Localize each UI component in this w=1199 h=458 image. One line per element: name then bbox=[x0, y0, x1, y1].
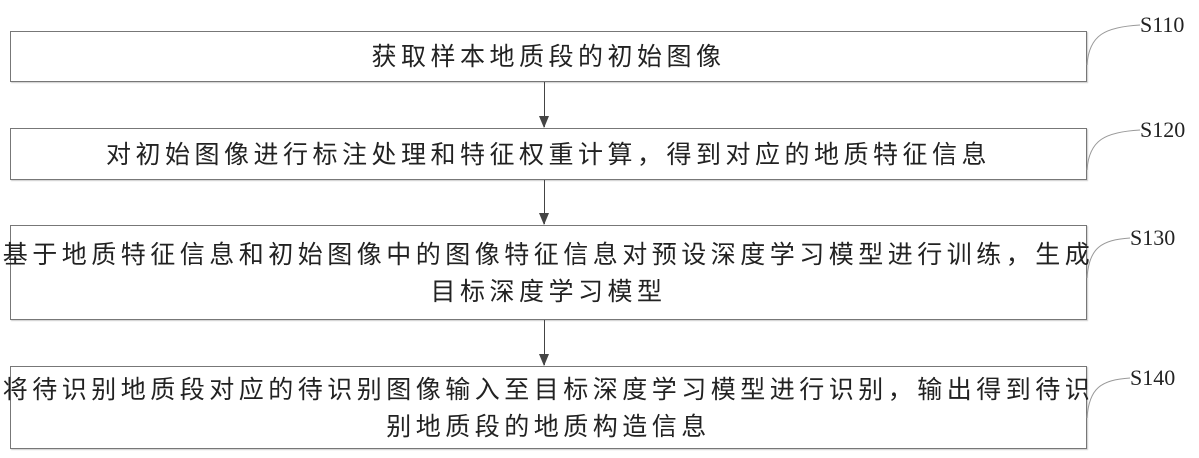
step-text: 对初始图像进行标注处理和特征权重计算，得到对应的地质特征信息 bbox=[105, 139, 991, 169]
leader-line-s130 bbox=[1086, 237, 1131, 279]
leader-line-s110 bbox=[1086, 24, 1141, 66]
arrow-s130-s140 bbox=[539, 320, 549, 366]
leader-line-s140 bbox=[1086, 377, 1131, 419]
step-label-s140: S140 bbox=[1130, 365, 1176, 390]
step-label-s130: S130 bbox=[1130, 225, 1176, 250]
step-label-s110: S110 bbox=[1140, 12, 1185, 37]
leader-line-s120 bbox=[1086, 129, 1141, 171]
step-text: 基于地质特征信息和初始图像中的图像特征信息对预设深度学习模型进行训练，生成 bbox=[2, 239, 1095, 269]
step-box-s130: 基于地质特征信息和初始图像中的图像特征信息对预设深度学习模型进行训练，生成 目标… bbox=[3, 225, 1090, 320]
step-box-s120: 对初始图像进行标注处理和特征权重计算，得到对应的地质特征信息 bbox=[10, 128, 1087, 180]
step-text: 将待识别地质段对应的待识别图像输入至目标深度学习模型进行识别，输出得到待识 bbox=[2, 374, 1095, 404]
arrow-s110-s120 bbox=[539, 82, 549, 128]
step-text: 获取样本地质段的初始图像 bbox=[371, 42, 726, 71]
step-text: 目标深度学习模型 bbox=[430, 276, 667, 306]
arrow-s120-s130 bbox=[539, 180, 549, 225]
step-box-s110: 获取样本地质段的初始图像 bbox=[10, 31, 1087, 82]
step-box-s140: 将待识别地质段对应的待识别图像输入至目标深度学习模型进行识别，输出得到待识 别地… bbox=[3, 366, 1090, 449]
step-label-s120: S120 bbox=[1140, 117, 1186, 142]
step-text: 别地质段的地质构造信息 bbox=[386, 411, 711, 441]
